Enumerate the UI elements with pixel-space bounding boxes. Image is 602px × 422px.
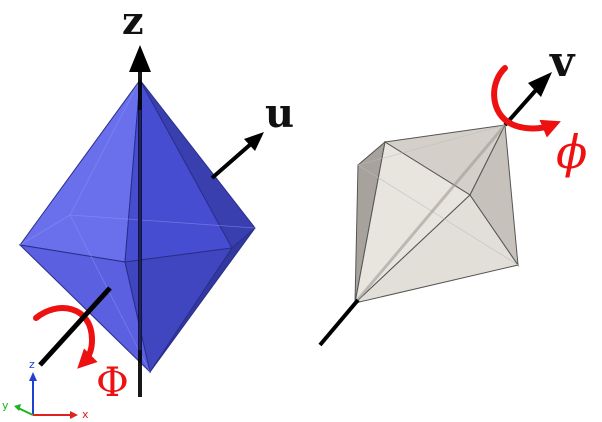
- axis-v-label: v: [549, 37, 576, 86]
- right-rotation-arrow: [491, 65, 561, 138]
- left-rotation-arrow: [33, 305, 98, 369]
- axis-u-label: u: [265, 90, 294, 137]
- triad-y-axis: [17, 407, 34, 416]
- right-rotation-label: ϕ: [556, 125, 587, 179]
- right-face-right: [469, 123, 519, 267]
- axis-z-arrowhead: [129, 45, 151, 72]
- right-octahedron: [353, 123, 519, 305]
- triad-x-label: x: [82, 408, 89, 421]
- left-octahedron: [18, 78, 256, 374]
- triad-y-label: y: [2, 399, 9, 412]
- left-rotation-shaft: [38, 286, 112, 367]
- coordinate-triad: z x y: [2, 358, 89, 421]
- axis-v-arrowhead: [528, 72, 552, 97]
- axis-u-shaft: [210, 141, 254, 180]
- triad-z-label: z: [29, 358, 35, 371]
- axis-u-arrowhead: [244, 132, 264, 151]
- axis-v-shaft-upper: [503, 88, 538, 127]
- left-face-lower-far: [149, 227, 256, 373]
- left-rotation-label: Φ: [96, 360, 129, 406]
- axis-z-label: z: [122, 0, 144, 43]
- axis-v-shaft-lower: [318, 298, 360, 347]
